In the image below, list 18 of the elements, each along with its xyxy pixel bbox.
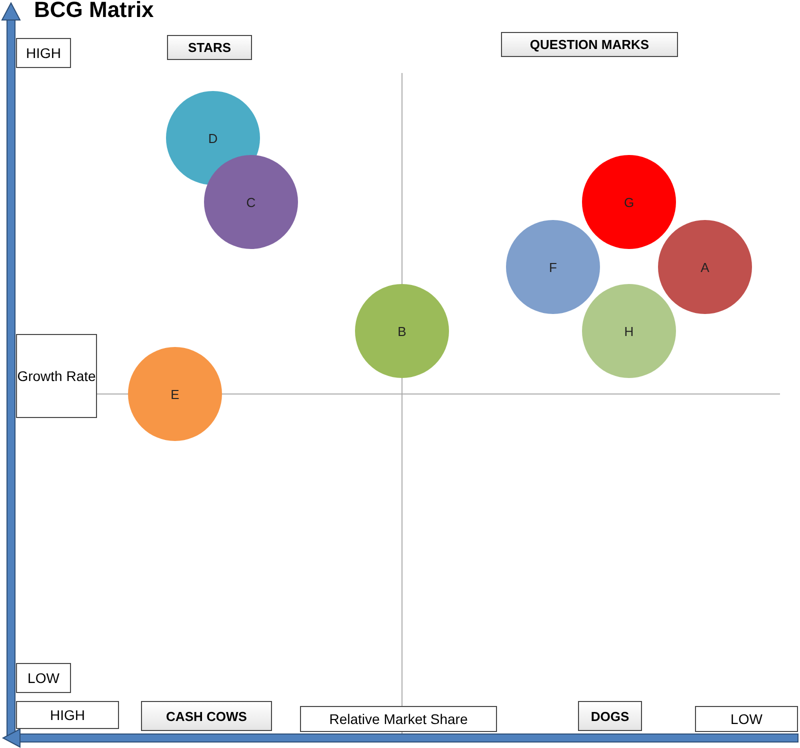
axis-label: HIGH xyxy=(16,701,119,729)
chart-title: BCG Matrix xyxy=(34,0,154,23)
product-bubble: C xyxy=(204,155,298,249)
product-bubble: B xyxy=(355,284,449,378)
axis-label: HIGH xyxy=(16,38,71,68)
product-bubble: E xyxy=(128,347,222,441)
axis-label: LOW xyxy=(16,663,71,693)
quadrant-label: DOGS xyxy=(578,701,642,731)
product-bubble: G xyxy=(582,155,676,249)
product-bubble: H xyxy=(582,284,676,378)
axis-label: Growth Rate xyxy=(16,334,97,418)
product-bubble: A xyxy=(658,220,752,314)
axis-label: Relative Market Share xyxy=(300,706,497,732)
product-bubble: F xyxy=(506,220,600,314)
quadrant-label: CASH COWS xyxy=(141,701,272,731)
axis-label: LOW xyxy=(695,706,798,732)
quadrant-label: STARS xyxy=(167,35,252,60)
quadrant-label: QUESTION MARKS xyxy=(501,32,678,57)
